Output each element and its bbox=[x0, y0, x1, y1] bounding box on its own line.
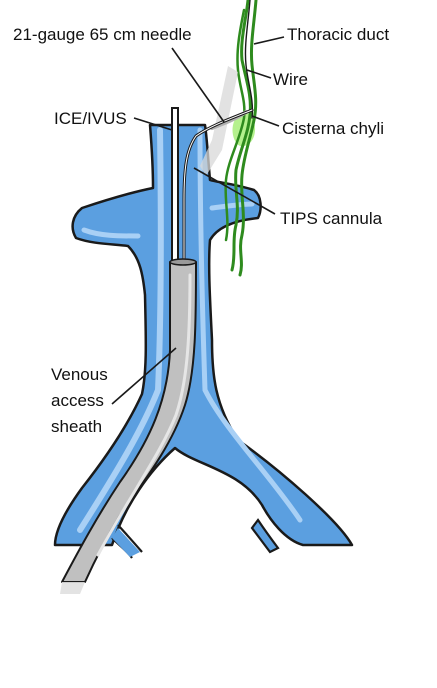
label-tips-cannula: TIPS cannula bbox=[280, 209, 383, 228]
label-ice-ivus: ICE/IVUS bbox=[54, 109, 127, 128]
needle-translucent-body bbox=[200, 66, 238, 176]
sheath-tail-fade bbox=[60, 582, 85, 594]
vein bbox=[53, 123, 354, 559]
wire-highlight bbox=[183, 109, 253, 263]
ice-ivus-catheter bbox=[171, 107, 179, 264]
iliac-branch-left-fill bbox=[112, 528, 140, 557]
wire-leader bbox=[246, 69, 272, 79]
vein-highlight-left bbox=[77, 127, 164, 533]
thoracic-duct-strand-3 bbox=[224, 8, 246, 242]
renal-highlight-left bbox=[81, 227, 141, 239]
label-thoracic-duct: Thoracic duct bbox=[287, 25, 389, 44]
label-sheath-line2: access bbox=[51, 391, 104, 410]
thoracic-duct-strand-2 bbox=[238, 0, 258, 277]
label-cisterna-chyli: Cisterna chyli bbox=[282, 119, 384, 138]
label-sheath-line3: sheath bbox=[51, 417, 102, 436]
lymphatics bbox=[224, 0, 258, 277]
sheath-leader bbox=[111, 347, 177, 405]
cisterna-chyli-leader bbox=[251, 115, 280, 127]
label-needle: 21-gauge 65 cm needle bbox=[13, 25, 192, 44]
ice-ivus-leader bbox=[133, 117, 173, 131]
venous-access-sheath bbox=[60, 258, 197, 594]
iliac-branch-right bbox=[250, 518, 280, 554]
wire bbox=[182, 108, 254, 264]
leader-lines bbox=[111, 36, 285, 405]
label-wire: Wire bbox=[273, 70, 308, 89]
thoracic-duct-leader bbox=[253, 36, 285, 45]
vein-highlight-right bbox=[197, 127, 303, 523]
ice-ivus-shaft bbox=[171, 107, 179, 264]
thoracic-duct-outline bbox=[244, 0, 254, 119]
label-sheath-line1: Venous bbox=[51, 365, 108, 384]
sheath-opening bbox=[169, 258, 197, 266]
tips-cannula-leader bbox=[193, 167, 276, 215]
labels: 21-gauge 65 cm needle Thoracic duct Wire… bbox=[13, 25, 389, 436]
thoracic-duct-strand-1 bbox=[230, 0, 252, 272]
sheath-highlight bbox=[96, 273, 192, 557]
needle-leader bbox=[171, 47, 225, 123]
renal-highlight-right bbox=[209, 201, 255, 211]
